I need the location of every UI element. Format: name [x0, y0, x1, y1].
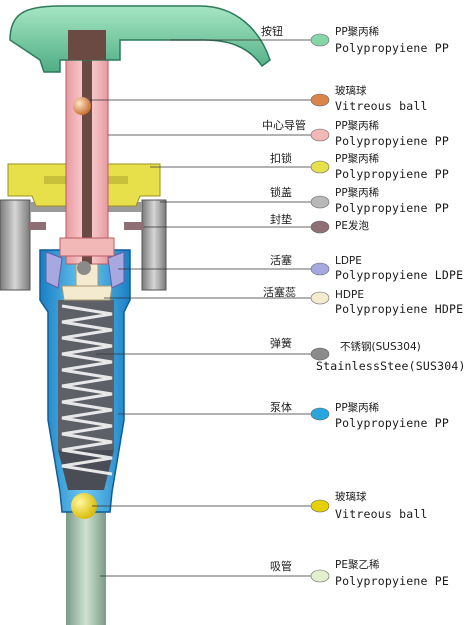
label-guide-tube: 中心导管: [262, 118, 306, 132]
gasket: [28, 222, 144, 230]
material-en-pump-body: Polypropyiene PP: [335, 416, 449, 430]
material-en-ball-top: Vitreous ball: [335, 99, 428, 113]
ball-top: [73, 97, 91, 115]
guide-tube: [59, 51, 115, 265]
label-button: 按钮: [261, 24, 283, 38]
dot-ball-bottom: [310, 499, 330, 513]
material-lock: PP聚丙稀: [335, 152, 380, 165]
material-button: PP聚丙稀: [335, 25, 380, 38]
material-pump-body: PP聚丙稀: [335, 401, 380, 414]
material-en-piston-core: Polypropyiene HDPE: [335, 302, 463, 316]
leader-lines: [90, 39, 312, 577]
dot-piston-core: [310, 291, 330, 305]
button: [9, 5, 271, 73]
material-ball-bottom: 玻璃球: [335, 490, 367, 503]
material-en-button: Polypropyiene PP: [335, 41, 449, 55]
dot-cap: [310, 195, 330, 209]
label-straw: 吸管: [270, 559, 292, 573]
material-ball-top: 玻璃球: [335, 84, 367, 97]
material-spring: 不锈钢(SUS304): [340, 340, 421, 353]
material-piston-core: HDPE: [335, 289, 364, 301]
dot-ball-top: [310, 93, 330, 107]
material-en-lock: Polypropyiene PP: [335, 167, 449, 181]
piston: [45, 251, 125, 289]
material-en-spring: StainlessStee(SUS304): [316, 359, 466, 373]
material-en-cap: Polypropyiene PP: [335, 201, 449, 215]
dot-guide-tube: [310, 128, 330, 142]
straw: [66, 512, 106, 625]
spring: [61, 304, 113, 476]
dot-button: [310, 33, 330, 47]
valve-ball: [77, 261, 91, 275]
label-spring: 弹簧: [270, 336, 292, 350]
material-en-straw: Polypropyiene PE: [335, 574, 449, 588]
dot-piston: [310, 262, 330, 276]
dot-spring: [310, 347, 330, 361]
label-piston: 活塞: [270, 253, 292, 267]
label-pump-body: 泵体: [270, 400, 292, 414]
dot-lock: [310, 160, 330, 174]
label-lock: 扣锁: [270, 151, 292, 165]
material-guide-tube: PP聚丙稀: [335, 119, 380, 132]
material-dots: [310, 33, 330, 583]
material-piston: LDPE: [335, 255, 362, 267]
dot-straw: [310, 569, 330, 583]
label-piston-core: 活塞蕊: [263, 285, 296, 299]
material-straw: PE聚乙稀: [335, 558, 380, 571]
ball-bottom: [71, 493, 97, 519]
label-gasket: 封垫: [270, 212, 292, 226]
dot-pump-body: [310, 407, 330, 421]
dot-gasket: [310, 220, 330, 234]
material-cap: PP聚丙稀: [335, 186, 380, 199]
material-en-guide-tube: Polypropyiene PP: [335, 134, 449, 148]
material-en-piston: Polypropyiene LDPE: [335, 268, 463, 282]
label-cap: 锁盖: [270, 185, 292, 199]
part-labels: 按钮 中心导管 扣锁 锁盖 封垫 活塞 活塞蕊 弹簧 泵体 吸管 PP聚丙稀 P…: [261, 24, 466, 588]
material-en-ball-bottom: Vitreous ball: [335, 507, 428, 521]
material-gasket: PE发泡: [335, 219, 369, 232]
